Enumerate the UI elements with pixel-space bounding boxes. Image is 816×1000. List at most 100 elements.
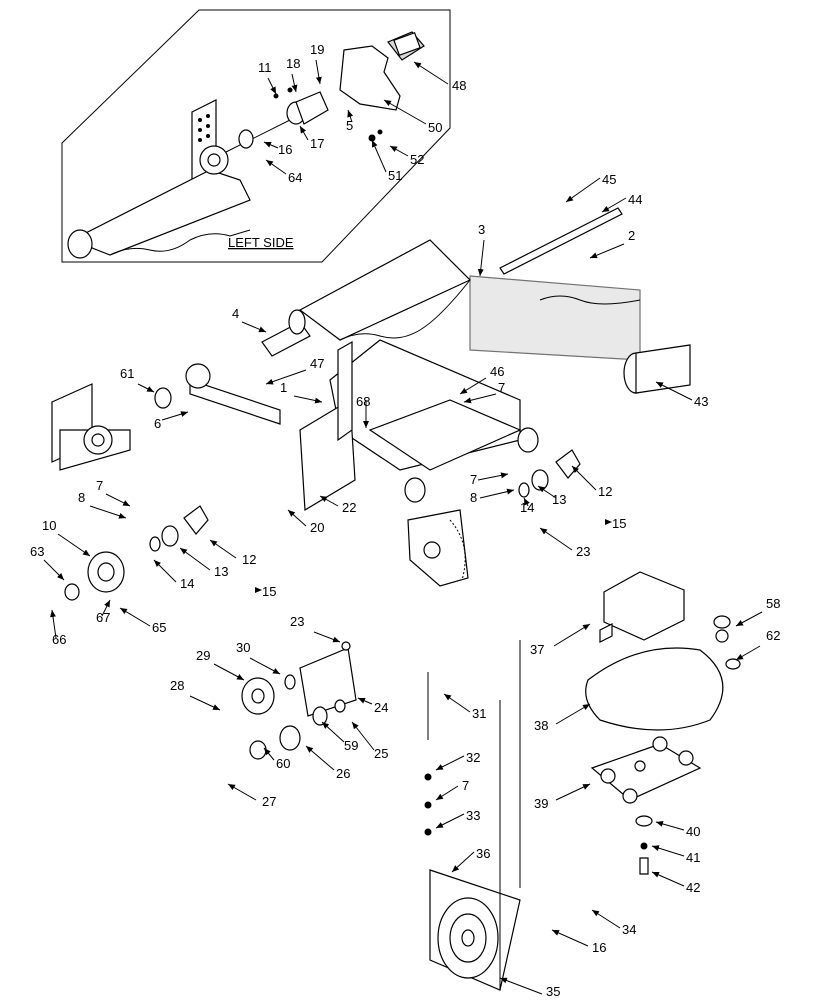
callout-leader-c39 bbox=[555, 783, 591, 801]
callout-leader-c46 bbox=[459, 377, 487, 395]
callout-leader-c42 bbox=[651, 871, 685, 887]
callout-leader-c20 bbox=[287, 509, 307, 527]
callout-leader-c5 bbox=[347, 109, 354, 123]
callout-leader-c36 bbox=[451, 851, 475, 873]
callout-leader-c10 bbox=[57, 533, 91, 557]
callout-leader-c37 bbox=[553, 623, 591, 647]
callout-label-c20: 20 bbox=[310, 520, 324, 535]
callout-label-c23a: 23 bbox=[576, 544, 590, 559]
callout-leader-c3 bbox=[477, 239, 485, 277]
callout-leader-c29 bbox=[213, 663, 245, 681]
callout-label-c43: 43 bbox=[694, 394, 708, 409]
callout-label-c41: 41 bbox=[686, 850, 700, 865]
callout-label-c50: 50 bbox=[428, 120, 442, 135]
callout-label-c62: 62 bbox=[766, 628, 780, 643]
callout-leader-c18 bbox=[291, 73, 298, 93]
callout-label-c39: 39 bbox=[534, 796, 548, 811]
callout-leader-c6 bbox=[161, 411, 189, 421]
callout-label-c12b: 12 bbox=[242, 552, 256, 567]
conveyor-assembly bbox=[51, 207, 691, 587]
tensioner-assembly bbox=[241, 641, 432, 836]
callout-leader-c7a bbox=[463, 393, 497, 404]
callout-leader-c13b bbox=[179, 547, 211, 571]
bottom-pulley bbox=[429, 640, 521, 991]
callout-leader-c38 bbox=[555, 703, 591, 725]
callout-label-c14b: 14 bbox=[180, 576, 194, 591]
callout-leader-c43 bbox=[655, 381, 693, 401]
callout-leader-c23b bbox=[313, 631, 341, 643]
callout-label-c12a: 12 bbox=[598, 484, 612, 499]
callout-label-c6: 6 bbox=[154, 416, 161, 431]
callout-label-c30: 30 bbox=[236, 640, 250, 655]
callout-leader-c28 bbox=[189, 695, 221, 711]
callout-label-c7a: 7 bbox=[498, 380, 505, 395]
callout-leader-c31 bbox=[443, 693, 471, 713]
callout-leader-c64 bbox=[265, 159, 287, 175]
callout-label-c34: 34 bbox=[622, 922, 636, 937]
callout-label-c19: 19 bbox=[310, 42, 324, 57]
callout-leader-c8b bbox=[89, 505, 127, 519]
callout-label-c60: 60 bbox=[276, 756, 290, 771]
callout-leader-c32 bbox=[435, 755, 465, 771]
callout-leader-c13a bbox=[537, 485, 557, 499]
callout-leader-c34 bbox=[591, 909, 621, 929]
callout-label-c7b: 7 bbox=[470, 472, 477, 487]
callout-leader-c14a bbox=[523, 497, 530, 507]
callout-label-c11: 11 bbox=[258, 60, 272, 75]
callout-label-c38: 38 bbox=[534, 718, 548, 733]
callout-label-c17: 17 bbox=[310, 136, 324, 151]
callout-leader-c40 bbox=[655, 821, 685, 831]
callout-label-c64: 64 bbox=[288, 170, 302, 185]
callout-label-c23b: 23 bbox=[290, 614, 304, 629]
callout-label-c29: 29 bbox=[196, 648, 210, 663]
callout-label-c16b: 16 bbox=[592, 940, 606, 955]
callout-leader-c12b bbox=[209, 539, 237, 559]
callout-label-c65: 65 bbox=[152, 620, 166, 635]
callout-leader-c14b bbox=[153, 559, 177, 583]
gearbox-and-disc bbox=[585, 571, 741, 875]
callout-leader-c67 bbox=[101, 599, 111, 617]
callout-leader-c2 bbox=[589, 243, 625, 259]
callout-leader-c7d bbox=[435, 785, 459, 801]
callout-leader-c51 bbox=[371, 139, 387, 173]
callout-leader-c52 bbox=[389, 145, 409, 157]
callout-leader-c48 bbox=[413, 61, 449, 85]
callout-label-c8a: 8 bbox=[470, 490, 477, 505]
left-side-inset: LEFT SIDE bbox=[61, 9, 451, 263]
callout-label-c13a: 13 bbox=[552, 492, 566, 507]
callout-leader-c23a bbox=[539, 527, 573, 551]
callout-label-c4: 4 bbox=[232, 306, 239, 321]
callout-label-c48: 48 bbox=[452, 78, 466, 93]
callout-leader-c25 bbox=[351, 721, 375, 751]
callout-label-c22: 22 bbox=[342, 500, 356, 515]
callout-label-c42: 42 bbox=[686, 880, 700, 895]
callout-leader-c63 bbox=[43, 559, 65, 581]
inset-title: LEFT SIDE bbox=[228, 235, 294, 250]
callout-leader-c33 bbox=[435, 813, 465, 829]
callout-label-c44: 44 bbox=[628, 192, 642, 207]
callout-label-c59: 59 bbox=[344, 738, 358, 753]
callout-leader-c66 bbox=[50, 609, 57, 639]
callout-label-c33: 33 bbox=[466, 808, 480, 823]
callout-label-c45: 45 bbox=[602, 172, 616, 187]
callout-label-c24: 24 bbox=[374, 700, 388, 715]
callout-leader-c4 bbox=[241, 321, 267, 333]
callout-leader-c27 bbox=[227, 783, 257, 801]
callout-leader-c41 bbox=[651, 845, 685, 857]
callout-label-c32: 32 bbox=[466, 750, 480, 765]
callout-label-c28: 28 bbox=[170, 678, 184, 693]
callout-label-c18: 18 bbox=[286, 56, 300, 71]
callout-leader-c26 bbox=[305, 745, 335, 771]
callout-layer: 1234567777881011121213131414151516161718… bbox=[30, 42, 780, 999]
callout-leader-c59 bbox=[321, 721, 345, 743]
callout-label-c7c: 7 bbox=[96, 478, 103, 493]
callout-label-c52: 52 bbox=[410, 152, 424, 167]
callout-label-c37: 37 bbox=[530, 642, 544, 657]
callout-leader-c22 bbox=[319, 495, 339, 507]
callout-label-c47: 47 bbox=[310, 356, 324, 371]
callout-label-c16a: 16 bbox=[278, 142, 292, 157]
callout-label-c10: 10 bbox=[42, 518, 56, 533]
callout-leader-c47 bbox=[265, 369, 307, 385]
callout-label-c67: 67 bbox=[96, 610, 110, 625]
